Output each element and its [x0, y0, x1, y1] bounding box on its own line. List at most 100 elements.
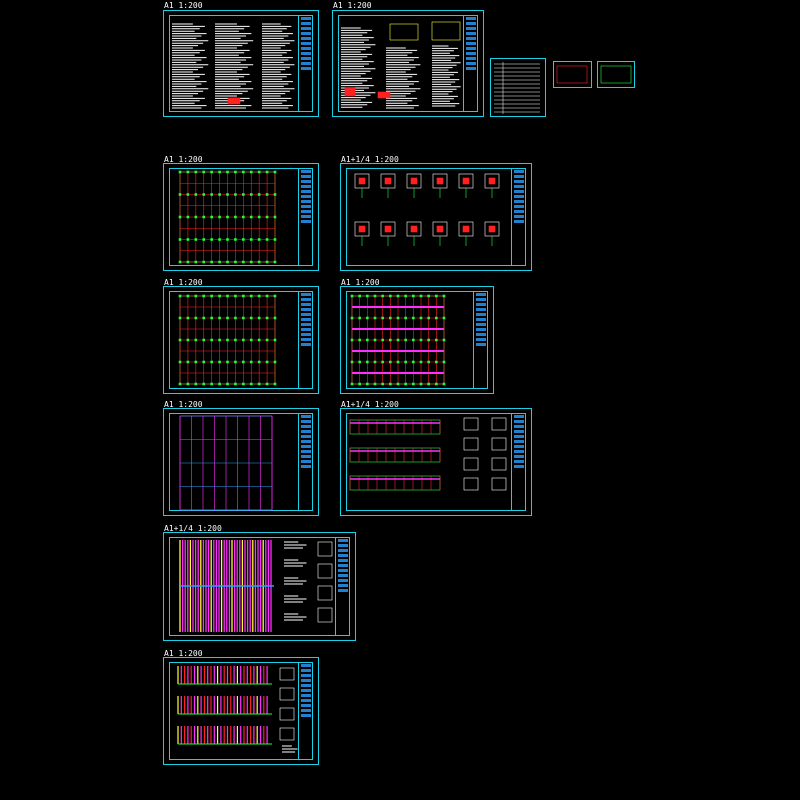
- drawing-index-sheet[interactable]: [490, 58, 546, 117]
- plan-grid-column: [427, 338, 430, 342]
- plan-grid-column: [396, 382, 400, 386]
- plan-grid-column: [381, 316, 384, 320]
- plan-grid-column: [373, 294, 377, 298]
- plan-grid-column: [234, 382, 237, 386]
- plan-grid-column: [396, 316, 400, 320]
- plan-grid-column: [186, 238, 190, 241]
- plan-grid-column: [178, 215, 182, 219]
- plan-grid-column: [366, 338, 369, 342]
- elevation-detail: [279, 667, 295, 681]
- plan-grid-column: [381, 360, 384, 364]
- section-detail-core: [410, 225, 418, 233]
- plan-grid-column: [257, 215, 261, 219]
- plan-grid-column: [186, 294, 190, 298]
- drawing-sheet-notes-2[interactable]: [332, 10, 484, 117]
- plan-grid-column: [210, 316, 213, 320]
- plan-grid-column: [389, 382, 392, 386]
- plan-grid-column: [435, 316, 438, 320]
- sheet-label-elev-2: A1 1:200: [164, 649, 203, 658]
- section-detail-core: [410, 177, 418, 185]
- plan-grid-column: [389, 316, 392, 320]
- node-detail: [463, 417, 479, 431]
- node-detail: [463, 437, 479, 451]
- plan-grid-column: [178, 360, 182, 364]
- plan-grid-column: [194, 294, 198, 298]
- plan-grid-column: [366, 360, 369, 364]
- plan-grid-column: [389, 338, 392, 342]
- plan-grid-column: [412, 316, 415, 320]
- sheet-label-plan-3: A1 1:200: [341, 278, 380, 287]
- plan-grid-column: [234, 260, 237, 264]
- plan-grid-column: [265, 170, 269, 174]
- plan-grid-column: [389, 360, 392, 364]
- plan-grid-column: [218, 382, 221, 386]
- plan-grid-column: [396, 360, 400, 364]
- plan-grid-column: [404, 382, 407, 386]
- detail-box: [431, 21, 461, 41]
- plan-grid-column: [358, 316, 361, 320]
- plan-grid-column: [257, 382, 261, 386]
- section-detail-core: [488, 225, 496, 233]
- plan-grid-column: [210, 360, 213, 364]
- node-detail: [491, 477, 507, 491]
- drawing-sheet-plan-2[interactable]: [163, 286, 319, 394]
- plan-grid-column: [265, 338, 269, 342]
- plan-grid-column: [226, 260, 229, 264]
- detail-box: [377, 91, 391, 99]
- plan-grid-column: [178, 238, 182, 241]
- plan-grid-column: [249, 238, 253, 241]
- thumb-grid: [600, 65, 632, 84]
- plan-grid-column: [226, 338, 229, 342]
- plan-grid-column: [202, 338, 206, 342]
- section-detail-core: [488, 177, 496, 185]
- plan-grid-column: [427, 294, 430, 298]
- plan-grid-column: [194, 260, 198, 264]
- plan-grid-column: [427, 382, 430, 386]
- drawing-sheet-notes-1[interactable]: [163, 10, 319, 117]
- plan-grid-column: [234, 193, 237, 196]
- plan-grid-column: [226, 193, 229, 196]
- plan-grid-column: [242, 170, 245, 174]
- plan-grid-column: [226, 170, 229, 174]
- plan-grid-column: [358, 382, 361, 386]
- detail-box: [344, 87, 356, 97]
- drawing-sheet-plan-1[interactable]: [163, 163, 319, 271]
- plan-grid-column: [373, 338, 377, 342]
- plan-grid-column: [194, 316, 198, 320]
- plan-grid-column: [273, 238, 277, 241]
- drawing-sheet-plan-4[interactable]: [163, 408, 319, 516]
- plan-grid-column: [435, 338, 438, 342]
- plan-grid-column: [242, 193, 245, 196]
- roof-detail: [317, 585, 333, 601]
- plan-grid-column: [412, 360, 415, 364]
- plan-grid-column: [273, 360, 277, 364]
- plan-grid-column: [265, 294, 269, 298]
- plan-grid-column: [373, 382, 377, 386]
- plan-grid-column: [419, 338, 423, 342]
- plan-grid-column: [242, 294, 245, 298]
- plan-grid-column: [178, 338, 182, 342]
- plan-grid-column: [257, 260, 261, 264]
- thumbnail-sheet-1[interactable]: [553, 61, 592, 88]
- section-detail-core: [436, 177, 444, 185]
- drawing-sheet-elev-1[interactable]: [340, 408, 532, 516]
- plan-grid-column: [358, 294, 361, 298]
- drawing-sheet-elev-2[interactable]: [163, 657, 319, 765]
- plan-grid-column: [186, 338, 190, 342]
- plan-grid-column: [194, 360, 198, 364]
- plan-grid-column: [404, 360, 407, 364]
- drawing-sheet-plan-3[interactable]: [340, 286, 494, 394]
- drawing-sheet-roof-1[interactable]: [163, 532, 356, 641]
- section-detail-core: [462, 177, 470, 185]
- drawing-sheet-details-1[interactable]: [340, 163, 532, 271]
- plan-grid-column: [442, 294, 446, 298]
- plan-grid-column: [186, 260, 190, 264]
- thumbnail-sheet-2[interactable]: [597, 61, 635, 88]
- plan-grid-column: [234, 360, 237, 364]
- plan-grid-column: [242, 260, 245, 264]
- plan-grid-column: [218, 360, 221, 364]
- plan-grid-column: [226, 360, 229, 364]
- plan-grid-column: [249, 360, 253, 364]
- plan-grid-column: [381, 382, 384, 386]
- plan-grid-column: [249, 215, 253, 219]
